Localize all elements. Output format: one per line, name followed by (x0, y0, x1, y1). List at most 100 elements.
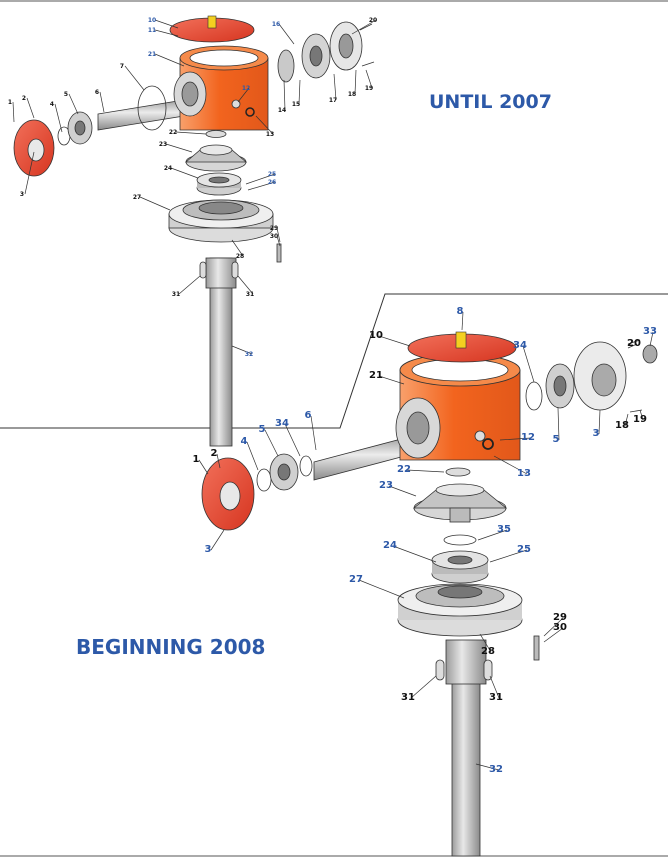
leader-line (333, 73, 337, 101)
part-number-label: 6 (305, 410, 312, 421)
part-number-label: 35 (497, 524, 511, 535)
part-number-label: 32 (245, 351, 253, 358)
leader-line (354, 69, 357, 95)
vertical-shaft-32-bottom (451, 653, 481, 857)
leader-line (276, 235, 281, 247)
part-number-label: 17 (329, 97, 337, 104)
leader-line (639, 409, 644, 421)
part-number-label: 31 (172, 291, 180, 298)
leader-line (392, 545, 437, 563)
part-number-label: 31 (489, 692, 503, 703)
part-number-label: 18 (348, 91, 356, 98)
leader-line (231, 239, 244, 257)
leader-line (649, 331, 654, 347)
leader-line (557, 407, 560, 441)
ring-35 (443, 534, 477, 546)
part-number-label: 34 (275, 418, 289, 429)
part-number-label: 28 (481, 646, 495, 657)
oring-34-right (525, 381, 543, 411)
leader-line (499, 437, 532, 441)
part-number-label: 25 (268, 171, 276, 178)
part-number-label: 31 (401, 692, 415, 703)
part-number-label: 3 (205, 544, 212, 555)
part-number-label: 1 (8, 99, 12, 106)
part-number-label: 11 (148, 27, 156, 34)
leader-line (522, 345, 535, 383)
key-31-left-bottom (435, 659, 445, 681)
bolt-29-30-top (276, 243, 282, 263)
leader-line (231, 345, 253, 355)
leader-line (278, 23, 295, 45)
part-number-label: 29 (270, 225, 278, 232)
leader-line (283, 79, 286, 111)
part-number-label: 16 (272, 21, 280, 28)
part-number-label: 10 (148, 17, 156, 24)
leader-line (54, 103, 63, 133)
key-31-left (199, 261, 207, 279)
part-number-label: 7 (120, 63, 124, 70)
part-number-label: 24 (383, 540, 397, 551)
leader-line (276, 227, 281, 243)
leader-line (351, 19, 377, 35)
leader-line (245, 173, 276, 185)
leader-line (139, 196, 171, 211)
key-31-right-bottom (483, 659, 493, 681)
leader-line (624, 413, 629, 427)
part-number-label: 20 (369, 17, 377, 24)
part-number-label: 5 (259, 424, 266, 435)
leader-line (26, 97, 35, 119)
part-number-label: 18 (615, 420, 629, 431)
part-number-label: 12 (242, 85, 250, 92)
leader-line (99, 91, 105, 113)
grease-fitting-8 (207, 15, 217, 29)
leader-line (475, 763, 500, 771)
leader-line (461, 311, 464, 331)
leader-line (378, 335, 411, 347)
leader-line (68, 93, 79, 115)
part-number-label: 29 (553, 612, 567, 623)
leader-line (378, 375, 405, 385)
leader-line (410, 675, 437, 699)
part-number-label: 13 (266, 131, 274, 138)
part-number-label: 19 (365, 85, 373, 92)
part-number-label: 2 (22, 95, 26, 102)
part-number-label: 21 (148, 51, 156, 58)
grease-fitting-8-bottom (455, 331, 467, 349)
part-number-label: 5 (553, 434, 560, 445)
part-number-label: 4 (241, 436, 248, 447)
leader-line (175, 131, 207, 135)
leader-line (264, 429, 279, 457)
part-number-label: 4 (50, 101, 54, 108)
part-number-label: 24 (164, 165, 172, 172)
leader-line (178, 275, 201, 295)
leader-line (489, 549, 528, 563)
part-number-label: 8 (457, 306, 464, 317)
leader-line (358, 579, 405, 599)
leader-line (479, 633, 492, 653)
part-number-label: 25 (517, 544, 531, 555)
part-number-label: 33 (643, 326, 657, 337)
leader-line (543, 627, 564, 643)
leader-line (284, 423, 301, 457)
leader-line (170, 167, 199, 179)
leader-line (298, 79, 301, 105)
plug-33 (642, 344, 658, 364)
gasket-7 (137, 85, 167, 131)
leader-line (255, 115, 274, 135)
leader-line (237, 87, 250, 103)
part-number-label: 20 (627, 338, 641, 349)
key-31-right (231, 261, 239, 279)
part-number-label: 22 (397, 464, 411, 475)
title-beginning-2008: BEGINNING 2008 (76, 635, 265, 659)
leader-line (406, 469, 445, 473)
part-number-label: 10 (369, 330, 383, 341)
part-number-label: 15 (292, 101, 300, 108)
part-number-label: 19 (633, 414, 647, 425)
part-number-label: 23 (379, 480, 393, 491)
pinion-gear-16 (277, 49, 295, 83)
leader-line (154, 29, 179, 37)
seal-4-bottom (256, 468, 272, 492)
